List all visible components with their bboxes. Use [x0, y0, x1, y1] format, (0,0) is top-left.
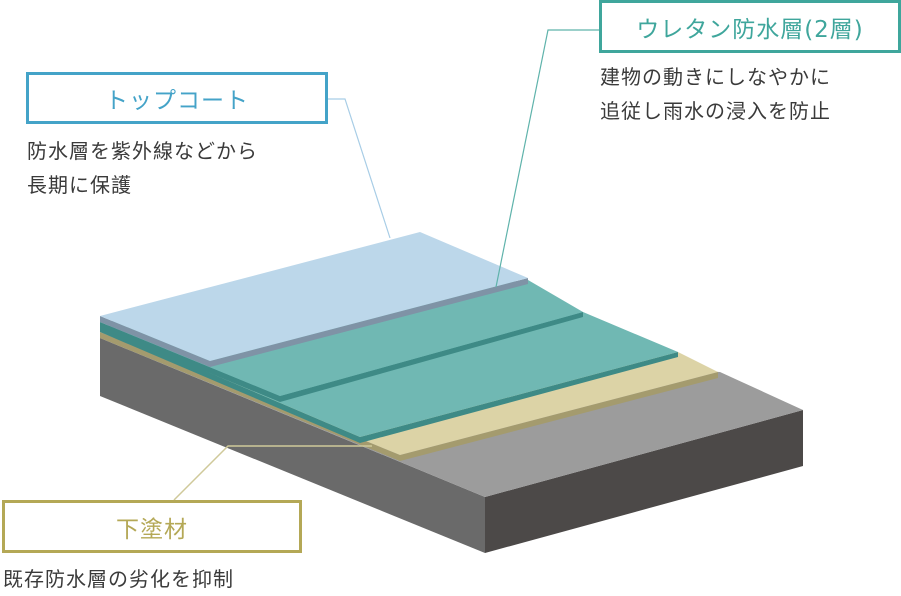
undercoat-desc-line: 既存防水層の劣化を抑制 [3, 567, 234, 591]
topcoat-leader-line [328, 98, 391, 239]
urethane-lower-edge [100, 326, 678, 443]
undercoat-title: 下塗材 [116, 516, 188, 543]
undercoat-description: 既存防水層の劣化を抑制 [3, 562, 234, 596]
topcoat-layer [100, 232, 528, 361]
urethane-description: 建物の動きにしなやかに 追従し雨水の浸入を防止 [600, 60, 831, 128]
slab-right-face [485, 410, 803, 553]
topcoat-description: 防水層を紫外線などから 長期に保護 [27, 134, 258, 202]
urethane-desc-line: 追従し雨水の浸入を防止 [600, 99, 831, 123]
urethane-upper-layer [100, 280, 583, 396]
topcoat-desc-line: 防水層を紫外線などから [27, 139, 258, 163]
urethane-desc-line: 建物の動きにしなやかに [600, 65, 831, 89]
undercoat-leader-line [173, 445, 372, 501]
urethane-upper-edge [100, 312, 583, 402]
undercoat-label-box: 下塗材 [2, 500, 302, 553]
topcoat-desc-line: 長期に保護 [27, 173, 132, 197]
topcoat-label-box: トップコート [26, 72, 328, 124]
urethane-label-box: ウレタン防水層(2層) [599, 0, 901, 53]
urethane-title: ウレタン防水層(2層) [636, 16, 864, 43]
topcoat-title: トップコート [105, 88, 249, 114]
urethane-leader-line [495, 29, 599, 288]
